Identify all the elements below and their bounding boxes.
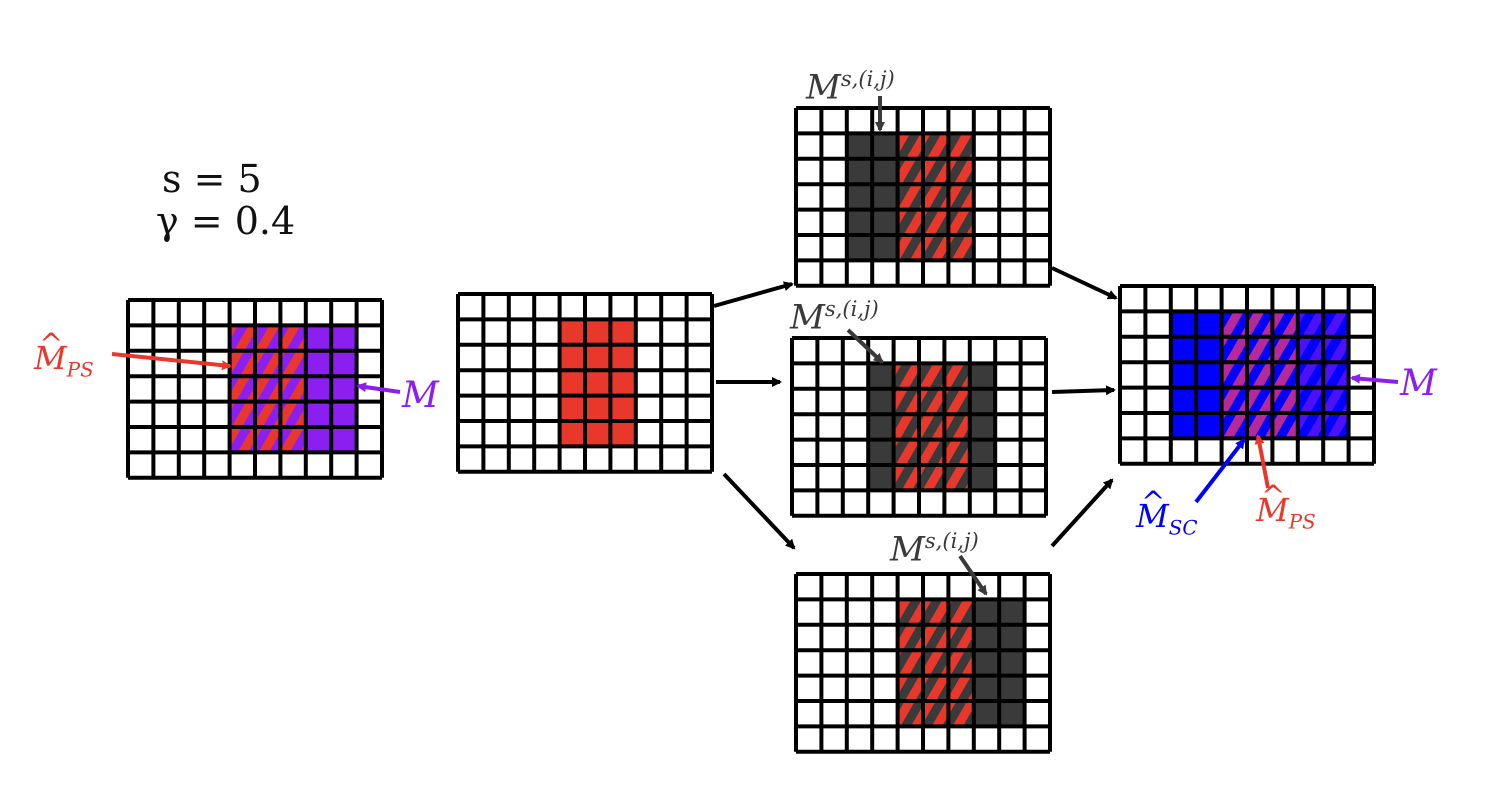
label-scan-middle: Ms,(i,j) — [790, 298, 879, 334]
label-m-hat-ps-input: MPS — [34, 330, 94, 382]
scan-grid-middle-region-ps-1 — [893, 363, 970, 491]
scan-grid-top-region-ps-1 — [897, 133, 974, 261]
label-m-hat-ps-input-sub: PS — [66, 358, 94, 382]
output-grid — [1118, 284, 1376, 466]
scan-grid-bottom-region-ps-1 — [897, 599, 974, 727]
flow-arrow-to-bottom — [722, 472, 796, 550]
label-m-input: M — [402, 375, 439, 416]
scan-grid-bottom — [794, 572, 1052, 754]
label-scan-middle-base: M — [790, 297, 825, 338]
pointer-m-hat-ps-input — [111, 352, 232, 371]
flow-arrow-middle-to-output — [1051, 385, 1116, 396]
flow-arrow-top-to-output — [1051, 266, 1118, 300]
label-m-hat-ps-output: MPS — [1256, 482, 1316, 534]
label-m-hat-ps-input-base: M — [34, 330, 67, 374]
pointer-scan-bottom — [958, 554, 988, 596]
input-grid-region-ps-1 — [229, 325, 306, 453]
scan-grid-top — [794, 106, 1052, 288]
flow-arrow-bottom-to-output — [1050, 478, 1114, 548]
pointer-scan-middle — [846, 328, 884, 364]
label-scan-top-sup: s,(i,j) — [840, 66, 895, 91]
pointer-m-input — [356, 382, 401, 394]
label-m-output: M — [1400, 363, 1437, 404]
label-scan-bottom-base: M — [890, 529, 925, 570]
ps-grid-region-ps-0 — [559, 319, 636, 447]
label-scan-middle-sup: s,(i,j) — [824, 296, 879, 321]
label-scan-top: Ms,(i,j) — [806, 68, 895, 104]
param-gamma: γ = 0.4 — [156, 199, 296, 243]
output-grid-region-m-2 — [1221, 311, 1349, 439]
label-m-hat-sc-output-sub: SC — [1168, 516, 1198, 540]
label-m-hat-sc-output: MSC — [1136, 488, 1198, 540]
ps-grid — [456, 292, 714, 474]
param-s: s = 5 — [162, 157, 262, 201]
flow-arrow-to-top — [713, 281, 794, 308]
label-m-hat-ps-output-sub: PS — [1288, 510, 1316, 534]
pointer-m-output — [1350, 373, 1399, 384]
label-scan-top-base: M — [806, 67, 841, 108]
label-scan-bottom: Ms,(i,j) — [890, 530, 979, 566]
pointer-m-hat-sc-output — [1194, 438, 1246, 504]
scan-grid-middle — [790, 336, 1048, 518]
label-m-hat-sc-output-base: M — [1136, 488, 1169, 532]
input-grid — [126, 298, 384, 480]
label-m-hat-ps-output-base: M — [1256, 482, 1289, 526]
label-scan-bottom-sup: s,(i,j) — [924, 528, 979, 553]
